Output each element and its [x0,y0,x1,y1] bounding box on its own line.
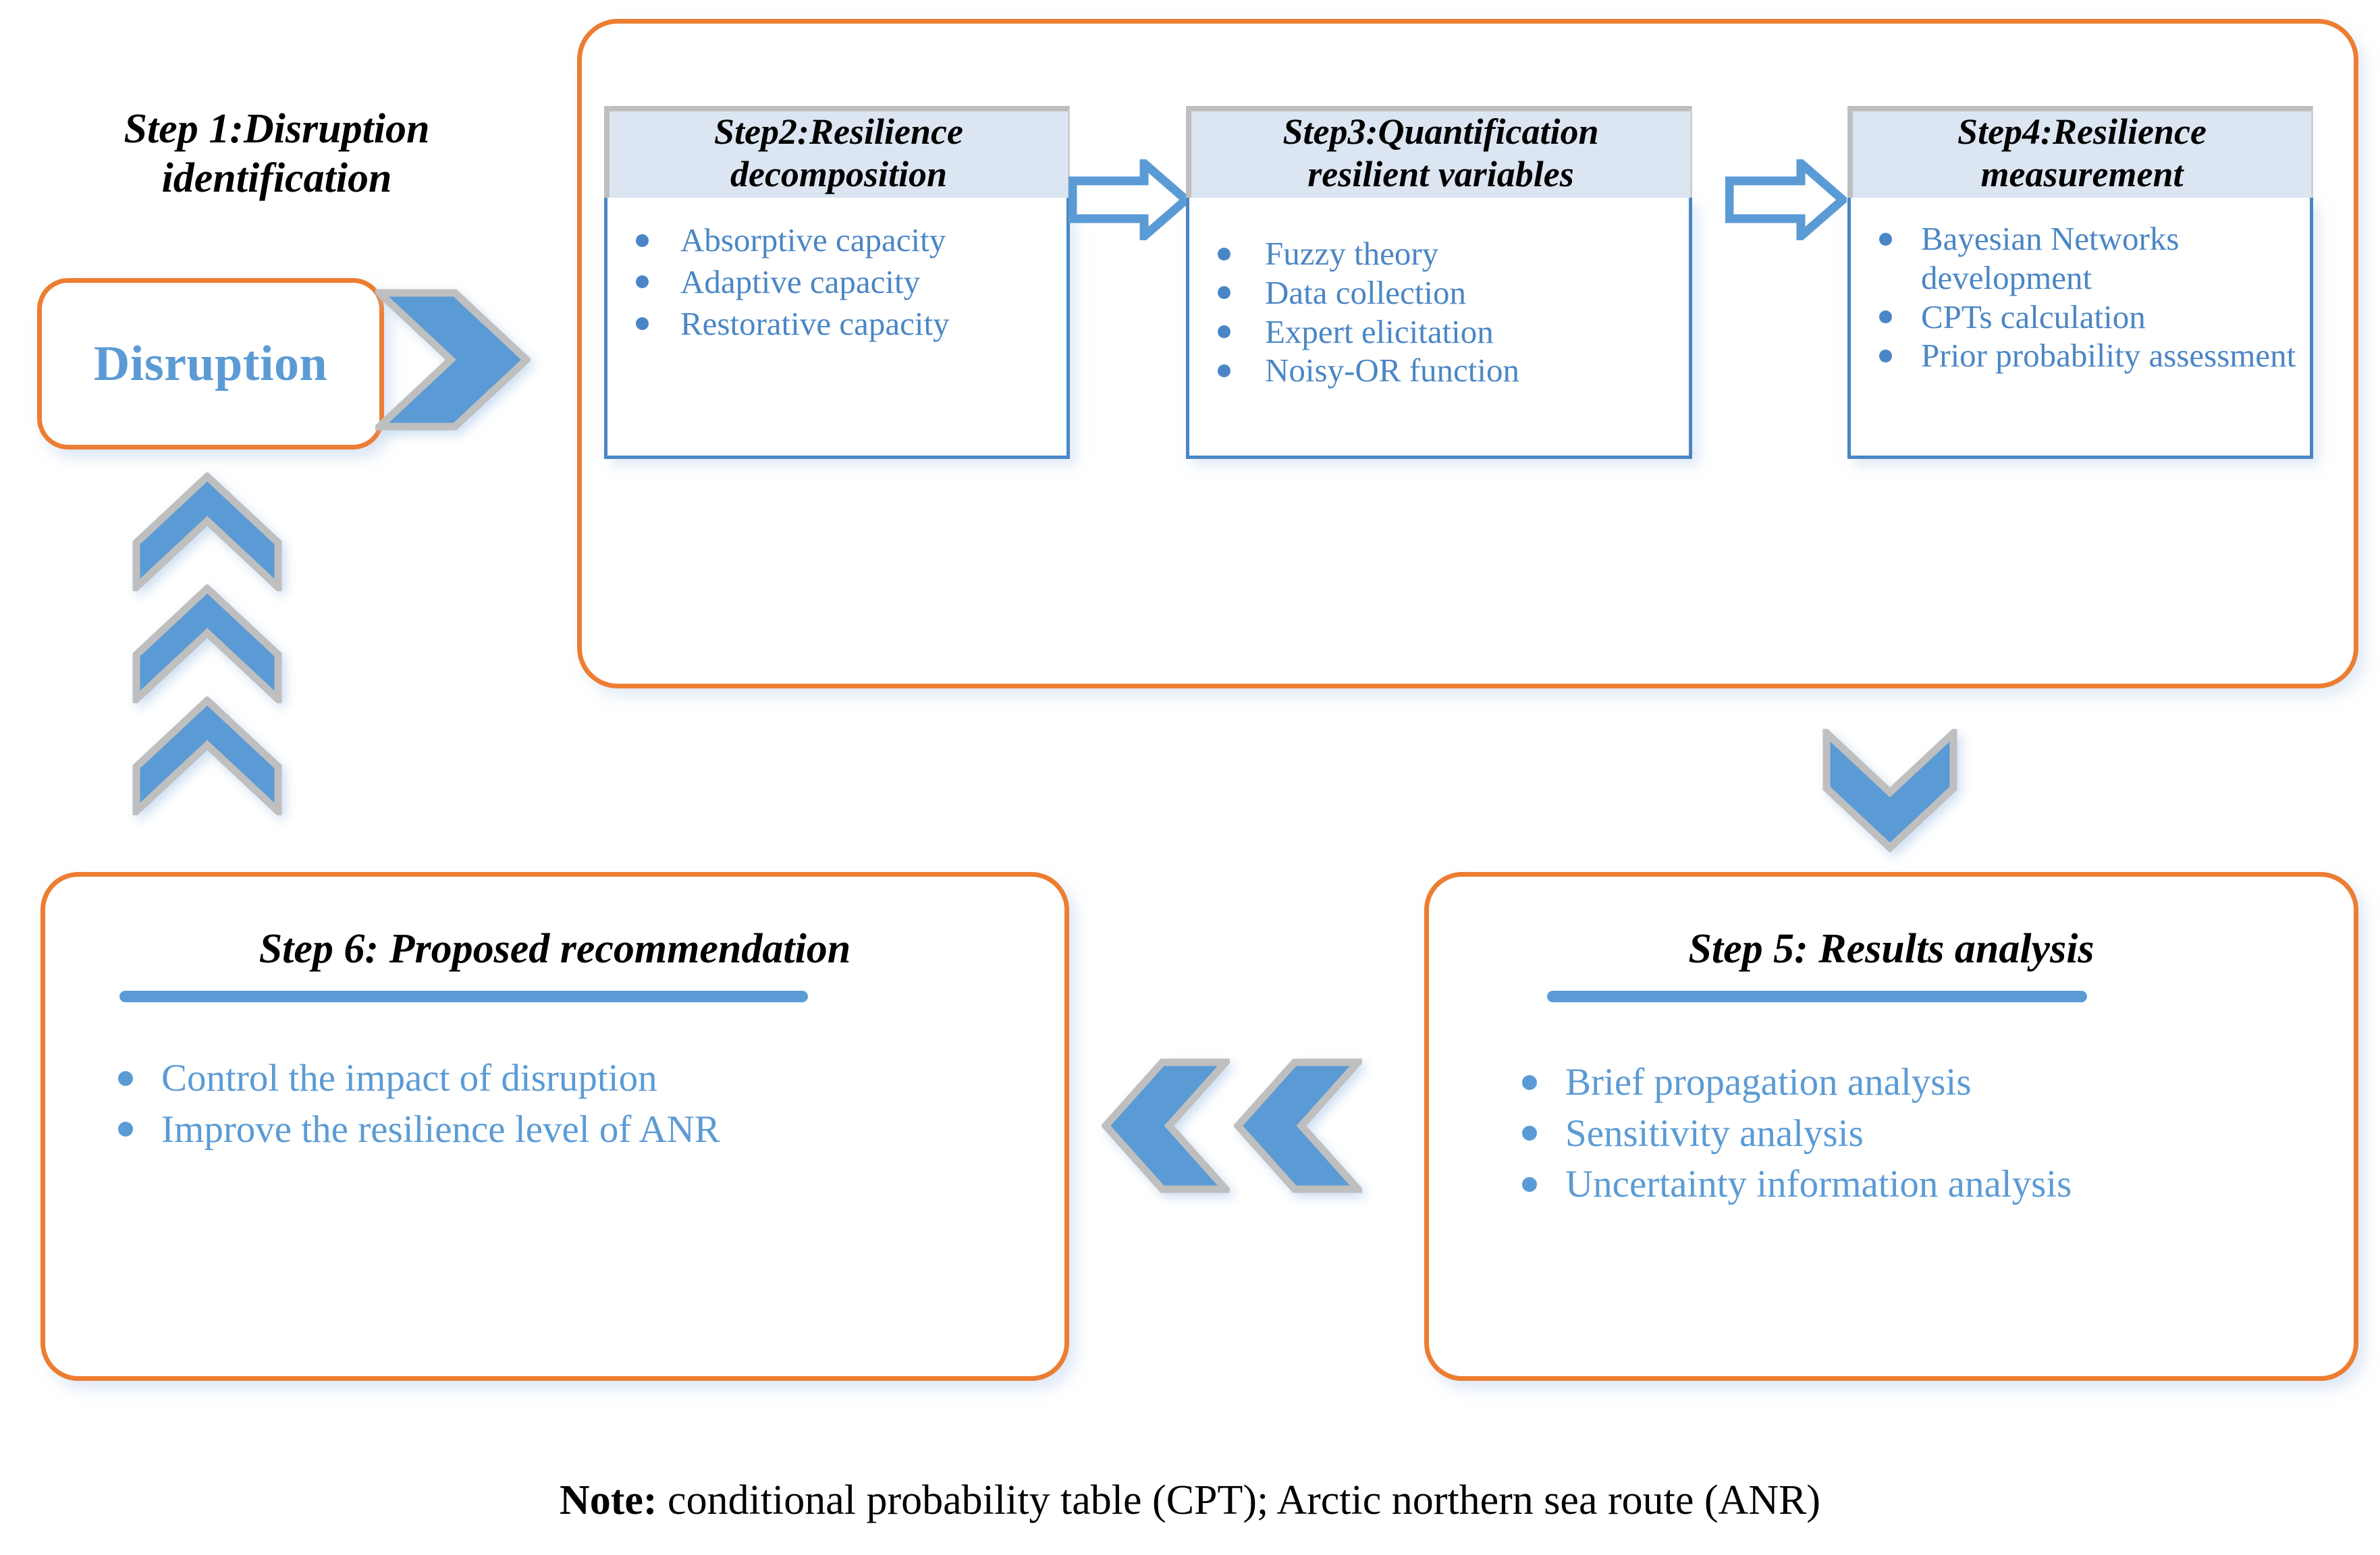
step6-list: Control the impact of disruption Improve… [45,1055,1064,1153]
step5-item-0: Brief propagation analysis [1565,1061,1972,1103]
list-item: Fuzzy theory [1189,234,1678,273]
step5-title: Step 5: Results analysis [1688,926,2094,972]
note-text: conditional probability table (CPT); Arc… [657,1477,1821,1523]
bullet-icon [1522,1126,1537,1141]
step3-item-2: Expert elicitation [1265,312,1494,350]
disruption-box[interactable]: Disruption [37,278,384,449]
arrow-right-outline-icon [1068,153,1193,246]
step4-card[interactable]: Step4:Resilience measurement Bayesian Ne… [1847,106,2313,459]
step2-item-1: Adaptive capacity [680,263,921,300]
bullet-icon [1879,232,1892,246]
bullet-icon [1218,364,1230,378]
arrow-right-outline-icon [1725,153,1849,246]
step2-header: Step2:Resilience decomposition [604,106,1070,198]
step6-item-0: Control the impact of disruption [161,1057,657,1099]
step4-item-0: Bayesian Networks development [1921,220,2180,296]
step1-caption-line2: identification [161,155,392,202]
step3-item-3: Noisy-OR function [1265,352,1519,389]
bullet-icon [118,1122,133,1137]
list-item: Data collection [1189,273,1678,312]
step4-title-line2: measurement [1980,154,2184,194]
step2-card[interactable]: Step2:Resilience decomposition Absorptiv… [604,106,1070,459]
step3-list: Fuzzy theory Data collection Expert elic… [1189,234,1678,390]
list-item: Expert elicitation [1189,312,1678,352]
step5-item-2: Uncertainty information analysis [1565,1163,2072,1206]
step5-divider [1547,991,2087,1002]
list-item: Adaptive capacity [607,263,1056,302]
step1-caption-line1: Step 1:Disruption [124,106,430,152]
bullet-icon [636,234,649,247]
list-item: Control the impact of disruption [86,1055,1064,1102]
chevron-right-icon [375,289,531,431]
list-item: Brief propagation analysis [1490,1059,2354,1106]
step6-item-1: Improve the resilience level of ANR [161,1108,720,1151]
step3-header: Step3:Quantification resilient variables [1186,106,1692,198]
list-item: Restorative capacity [607,304,1056,344]
chevron-down-icon [1822,729,1957,864]
bullet-icon [1522,1177,1537,1192]
bullet-icon [1879,310,1892,324]
list-item: Absorptive capacity [607,221,1056,260]
step3-title-line1: Step3:Quantification [1282,111,1599,153]
chevron-left-icon [1102,1058,1230,1193]
step4-body: Bayesian Networks development CPTs calcu… [1847,198,2313,459]
step2-item-2: Restorative capacity [680,304,950,342]
bullet-icon [636,275,649,289]
bullet-icon [118,1070,133,1086]
step4-item-1: CPTs calculation [1921,298,2146,335]
bullet-icon [636,317,649,331]
list-item: Sensitivity analysis [1490,1110,2354,1157]
chevron-up-icon [132,472,282,591]
step5-item-1: Sensitivity analysis [1565,1112,1864,1155]
step5-card[interactable]: Step 5: Results analysis Brief propagati… [1424,872,2358,1381]
footer-note: Note: conditional probability table (CPT… [0,1477,2380,1525]
step4-header: Step4:Resilience measurement [1847,106,2313,198]
bullet-icon [1879,350,1892,363]
list-item: Uncertainty information analysis [1490,1161,2354,1208]
chevron-up-icon [132,584,282,703]
step6-divider [119,991,808,1002]
step3-item-1: Data collection [1265,273,1466,311]
step4-list: Bayesian Networks development CPTs calcu… [1851,219,2303,375]
list-item: Noisy-OR function [1189,351,1678,390]
step3-body: Fuzzy theory Data collection Expert elic… [1186,198,1692,459]
step2-item-0: Absorptive capacity [680,221,946,258]
step5-list: Brief propagation analysis Sensitivity a… [1429,1059,2354,1208]
list-item: Prior probability assessment [1851,336,2303,375]
step3-title-line2: resilient variables [1307,154,1574,194]
step4-title-line1: Step4:Resilience [1957,111,2207,153]
step3-item-0: Fuzzy theory [1265,235,1439,272]
step2-title-line1: Step2:Resilience [714,111,963,153]
step2-title-line2: decomposition [730,154,947,194]
step6-title: Step 6: Proposed recommendation [259,926,851,972]
bullet-icon [1218,247,1230,261]
list-item: CPTs calculation [1851,298,2303,337]
bullet-icon [1218,325,1230,339]
step6-card[interactable]: Step 6: Proposed recommendation Control … [40,872,1069,1381]
step2-body: Absorptive capacity Adaptive capacity Re… [604,198,1070,459]
bullet-icon [1218,286,1230,300]
list-item: Improve the resilience level of ANR [86,1106,1064,1153]
steps-2-4-container [577,19,2358,688]
chevron-left-icon [1234,1058,1362,1193]
chevron-up-icon [132,697,282,815]
step2-list: Absorptive capacity Adaptive capacity Re… [607,221,1056,343]
step4-item-2: Prior probability assessment [1921,337,2296,375]
disruption-label: Disruption [93,335,328,391]
step3-card[interactable]: Step3:Quantification resilient variables… [1186,106,1692,459]
note-label: Note: [559,1477,657,1523]
bullet-icon [1522,1074,1537,1090]
step1-caption: Step 1:Disruption identification [40,105,513,203]
list-item: Bayesian Networks development [1851,219,2303,298]
